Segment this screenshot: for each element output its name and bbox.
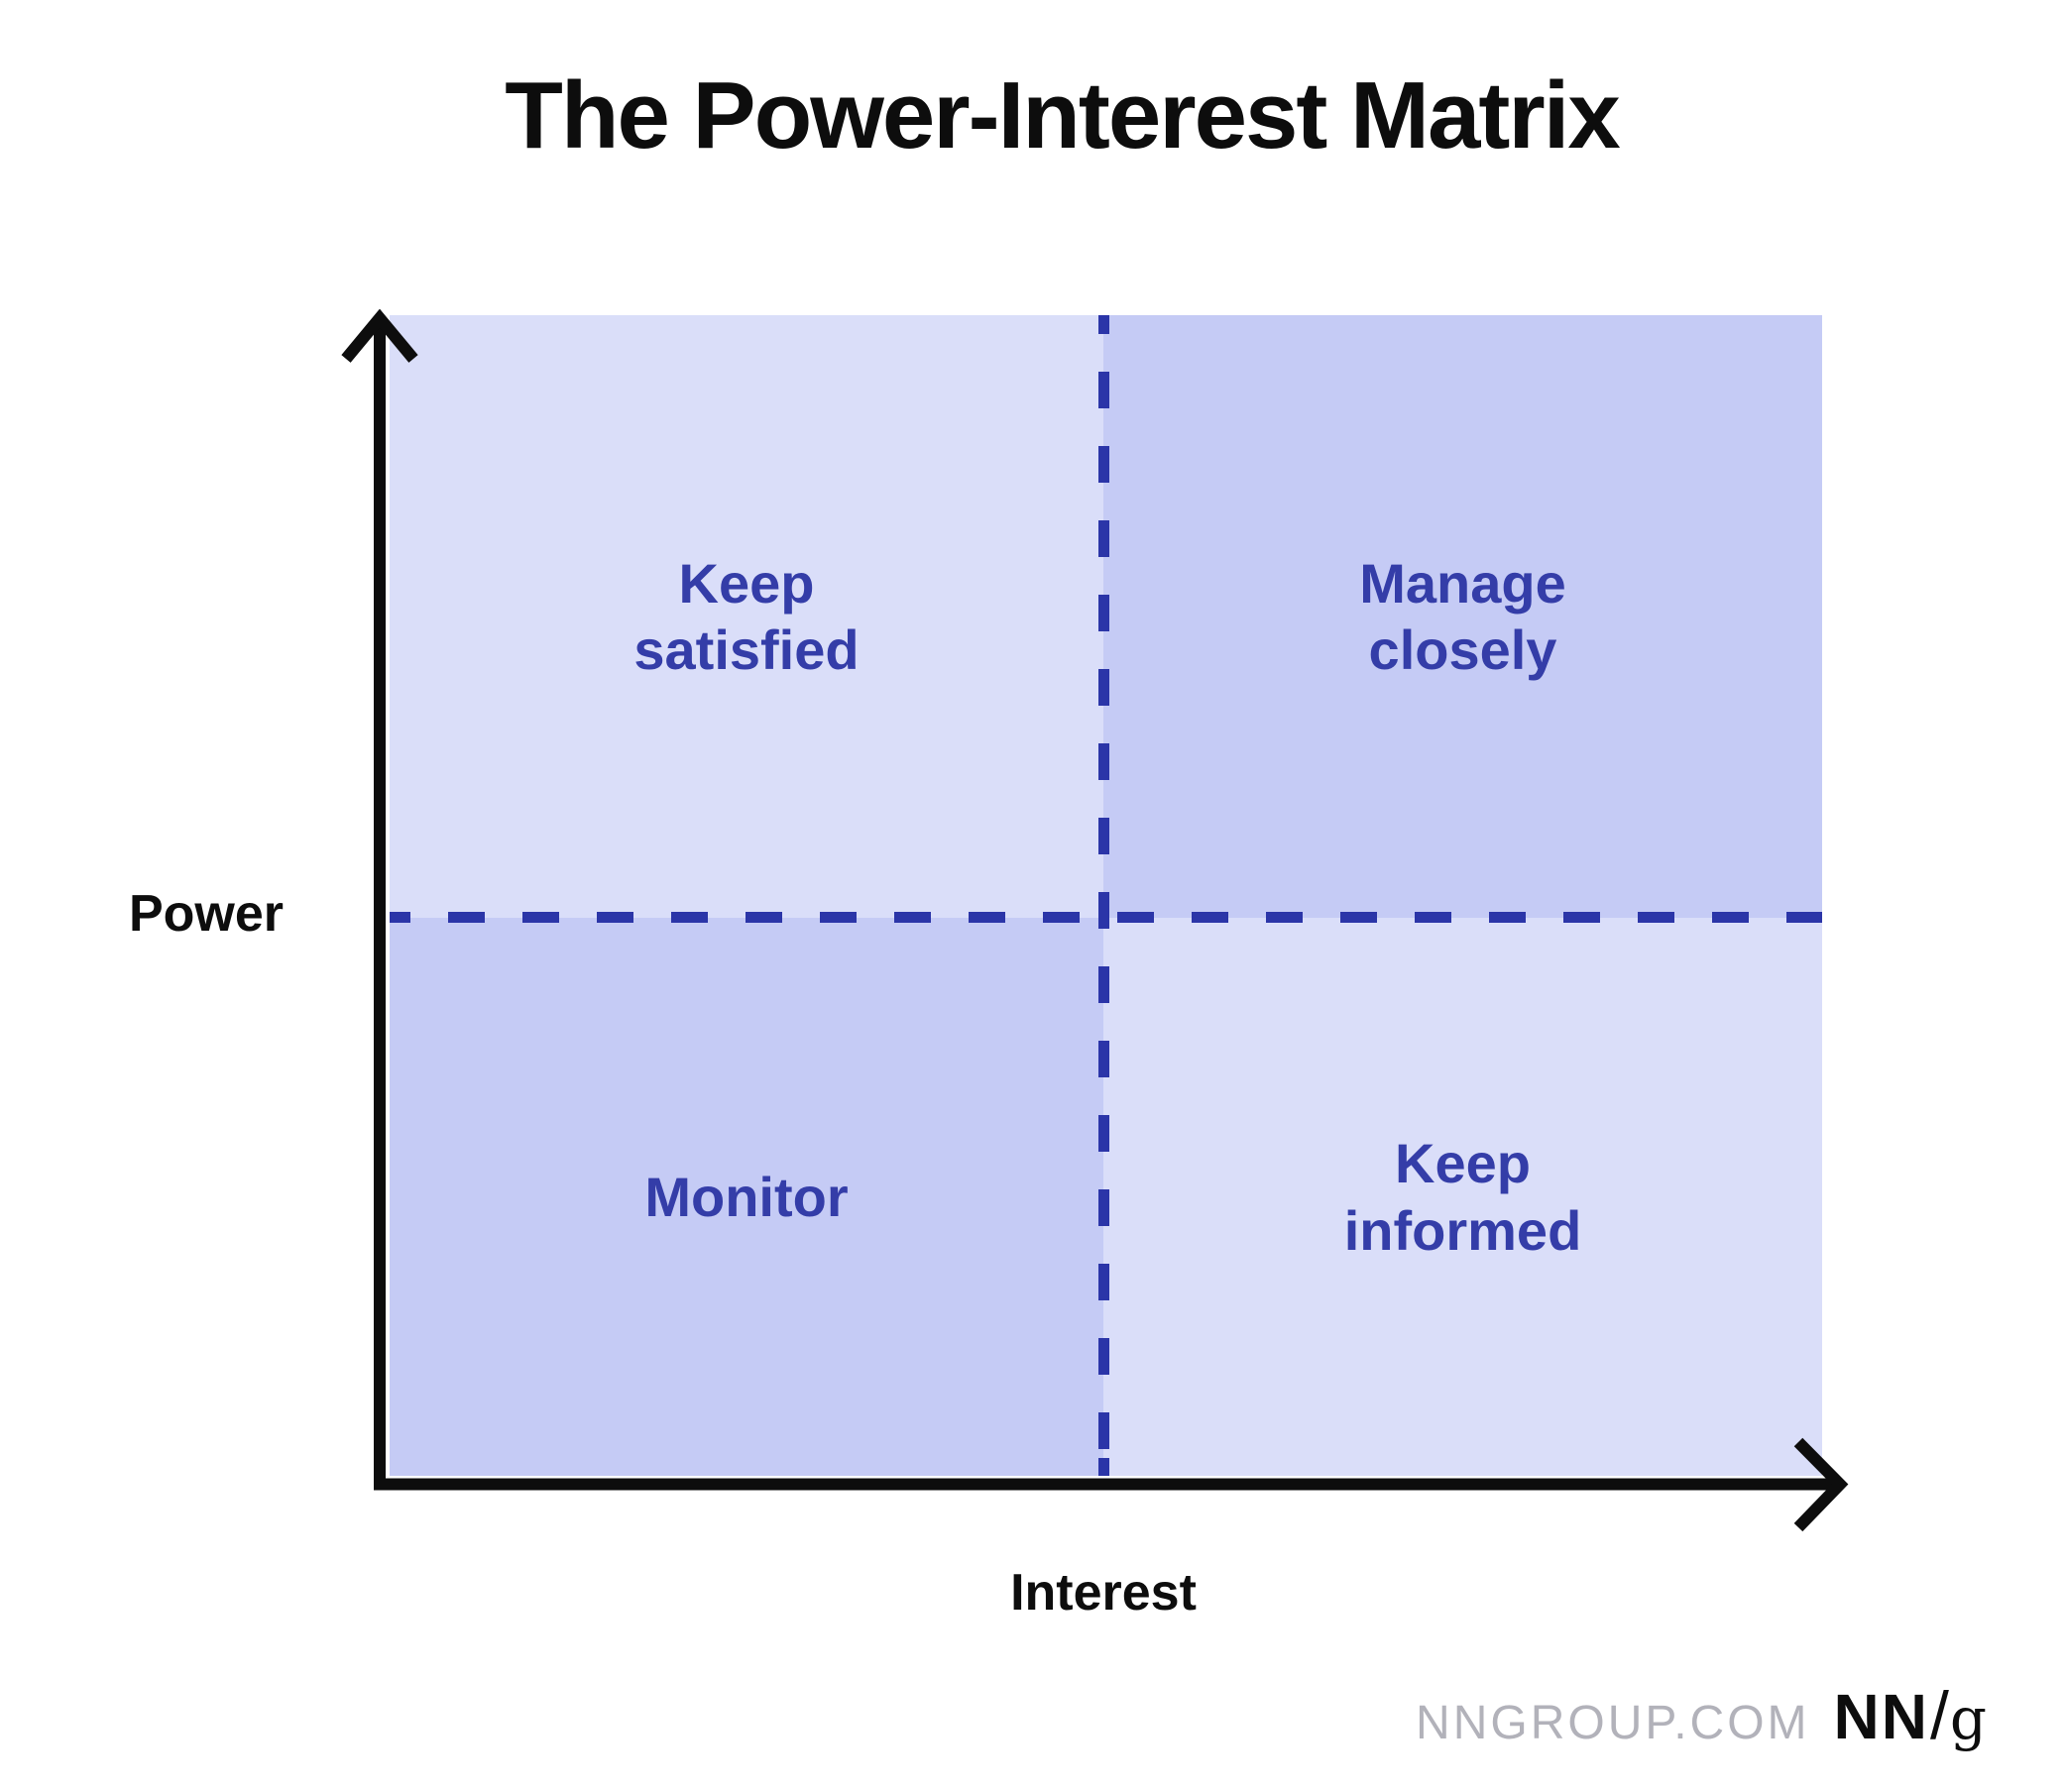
nng-logo: NN / g	[1834, 1677, 1987, 1754]
quadrant-label-manage-closely: Manage closely	[1359, 551, 1566, 681]
x-axis-label: Interest	[1010, 1564, 1197, 1622]
nng-logo-g: g	[1949, 1685, 1987, 1752]
quadrant-label-keep-satisfied: Keep satisfied	[633, 551, 860, 681]
quadrant-keep-informed: Keep informed	[1103, 918, 1822, 1476]
quadrant-keep-satisfied: Keep satisfied	[390, 315, 1103, 918]
quadrant-monitor: Monitor	[390, 918, 1103, 1476]
y-axis-label: Power	[128, 885, 285, 943]
quadrant-label-monitor: Monitor	[644, 1165, 849, 1228]
footer-branding: NNGROUP.COM NN / g	[1416, 1677, 1987, 1754]
quadrant-manage-closely: Manage closely	[1103, 315, 1822, 918]
nngroup-url-text: NNGROUP.COM	[1416, 1697, 1810, 1749]
page-title: The Power-Interest Matrix	[505, 62, 1621, 168]
quadrant-label-keep-informed: Keep informed	[1343, 1132, 1582, 1262]
nng-logo-nn: NN	[1833, 1681, 1929, 1752]
interest-threshold-dashed-line	[1098, 315, 1109, 1476]
nng-logo-slash: /	[1929, 1678, 1949, 1753]
